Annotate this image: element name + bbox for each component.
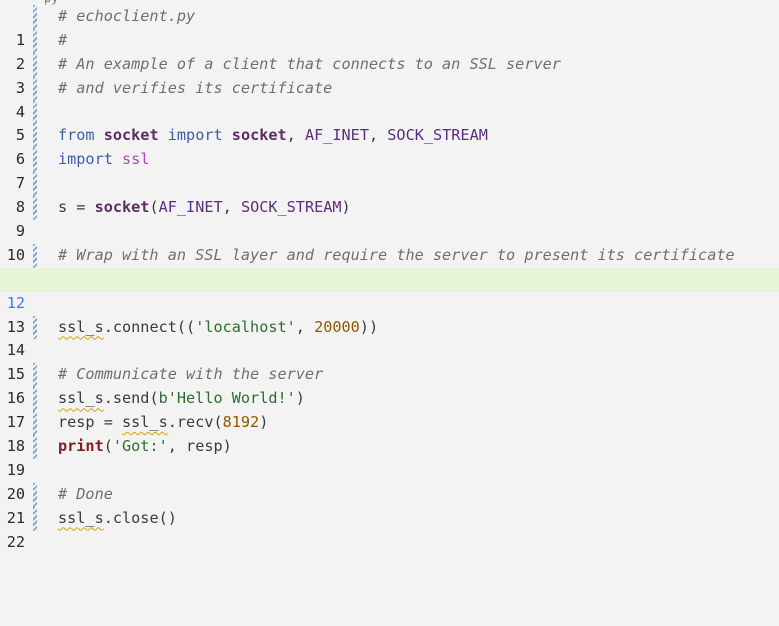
string-literal: 'localhost' <box>195 317 296 336</box>
string-literal: b'Hello World!' <box>158 389 296 408</box>
module-name: socket <box>103 126 159 145</box>
change-marker <box>33 411 37 436</box>
code-line[interactable]: 6 from socket import socket, AF_INET, SO… <box>0 124 779 168</box>
change-marker <box>33 506 37 531</box>
code-line[interactable]: 19 print('Got:', resp) <box>0 435 779 479</box>
line-number: 19 <box>6 460 25 479</box>
change-marker <box>33 243 37 268</box>
method-name: close <box>112 508 159 527</box>
change-marker <box>33 52 37 77</box>
line-number: 16 <box>6 389 25 408</box>
line-number: 13 <box>6 317 25 336</box>
keyword: import <box>58 150 113 169</box>
line-number: 15 <box>6 365 25 384</box>
line-number: 10 <box>6 245 25 264</box>
line-number: 5 <box>15 126 25 145</box>
number-literal: 8192 <box>222 413 260 432</box>
code-line[interactable]: 5 <box>0 100 779 144</box>
method-name: recv <box>176 413 214 432</box>
change-marker <box>33 363 37 388</box>
line-number: 3 <box>15 78 25 97</box>
change-marker <box>33 28 37 53</box>
builtin-function: print <box>58 437 104 456</box>
constant: SOCK_STREAM <box>240 198 342 217</box>
code-line[interactable]: 18 resp = ssl_s.recv(8192) <box>0 411 779 455</box>
line-number: 22 <box>6 532 25 551</box>
code-line[interactable]: 2 # <box>0 28 779 73</box>
code-line[interactable]: 7 import ssl <box>0 148 779 192</box>
change-marker <box>33 124 37 149</box>
comment: # Done <box>58 484 113 503</box>
comment: # <box>58 30 68 49</box>
code-line[interactable]: 16 # Communicate with the server <box>0 363 779 407</box>
line-number: 4 <box>15 102 25 121</box>
object-name: ssl_s <box>58 317 104 336</box>
code-line[interactable]: 4 # and verifies its certificate <box>0 76 779 121</box>
line-number: 20 <box>6 484 25 503</box>
code-line[interactable]: 10 <box>0 220 779 264</box>
comment: # An example of a client that connects t… <box>58 54 561 73</box>
comment: # echoclient.py <box>58 7 196 25</box>
variable: s <box>58 198 68 217</box>
variable: resp <box>186 437 223 456</box>
line-number: 18 <box>6 437 25 456</box>
code-line[interactable]: 1 # echoclient.py <box>0 5 779 49</box>
change-marker <box>33 5 37 29</box>
line-number: 6 <box>15 150 25 169</box>
code-line[interactable]: 13 <box>0 292 779 336</box>
code-line[interactable]: 11 # Wrap with an SSL layer and require … <box>0 243 779 288</box>
object-name: ssl_s <box>122 413 168 432</box>
comment: # Communicate with the server <box>58 365 324 384</box>
method-name: send <box>112 389 150 408</box>
change-marker <box>33 315 37 340</box>
code-line[interactable]: 15 <box>0 339 779 383</box>
code-line[interactable]: 9 s = socket(AF_INET, SOCK_STREAM) <box>0 196 779 240</box>
comment: # and verifies its certificate <box>58 78 333 97</box>
object-name: ssl_s <box>58 389 104 408</box>
function-name: socket <box>94 198 150 217</box>
keyword: import <box>167 126 223 145</box>
string-literal: 'Got:' <box>112 437 168 456</box>
line-number: 8 <box>15 198 25 217</box>
change-marker <box>33 100 37 125</box>
line-number: 14 <box>6 341 25 360</box>
change-marker <box>33 435 37 459</box>
constant: SOCK_STREAM <box>387 126 488 145</box>
change-marker <box>33 482 37 507</box>
module-name: ssl <box>122 150 150 169</box>
change-marker <box>33 387 37 412</box>
code-line[interactable]: 8 <box>0 172 779 216</box>
function-name: socket <box>231 126 287 145</box>
code-line[interactable]: 20 <box>0 459 779 503</box>
tab-remnant: py <box>44 0 58 5</box>
line-number: 7 <box>15 174 25 193</box>
line-number: 21 <box>6 508 25 527</box>
line-number: 17 <box>6 413 25 432</box>
code-editor[interactable]: 1 # echoclient.py 2 # 3 # An example of … <box>0 5 779 551</box>
variable: resp <box>58 413 95 432</box>
code-line[interactable]: 17 ssl_s.send(b'Hello World!') <box>0 387 779 431</box>
code-line[interactable]: 14 ssl_s.connect(('localhost', 20000)) <box>0 315 779 359</box>
line-number: 1 <box>15 30 25 49</box>
line-number: 9 <box>15 222 25 241</box>
code-line[interactable]: 22 ssl_s.close() <box>0 506 779 551</box>
constant: AF_INET <box>304 126 369 145</box>
comment: # Wrap with an SSL layer and require the… <box>58 245 735 264</box>
line-number: 12 <box>6 293 25 312</box>
object-name: ssl_s <box>58 508 104 527</box>
code-line[interactable]: 21 # Done <box>0 482 779 527</box>
change-marker <box>33 148 37 173</box>
constant: AF_INET <box>158 198 223 217</box>
keyword: from <box>58 126 95 145</box>
code-line-current[interactable]: 12 <box>0 267 779 312</box>
change-marker <box>33 76 37 101</box>
number-literal: 20000 <box>314 317 360 336</box>
change-marker <box>33 196 37 221</box>
line-number: 2 <box>15 54 25 73</box>
change-marker <box>33 172 37 197</box>
code-line[interactable]: 3 # An example of a client that connects… <box>0 52 779 97</box>
method-name: connect <box>112 317 177 336</box>
